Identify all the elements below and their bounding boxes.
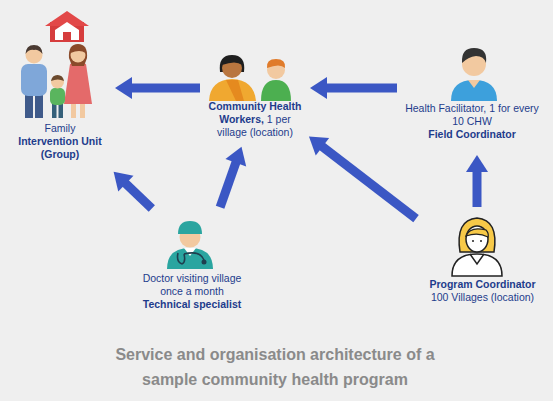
role-description: Health Facilitator, 1 for every 10 CHW <box>402 102 542 128</box>
role-description: Doctor visiting village once a month <box>137 272 247 298</box>
role-node: Program Coordinator100 Villages (locatio… <box>420 212 545 310</box>
health-worker-icon <box>209 55 291 101</box>
arrow-shaft <box>322 146 416 218</box>
arrow-shaft <box>473 171 482 207</box>
family-icon <box>21 44 92 118</box>
role-title: Program Coordinator <box>420 278 545 291</box>
flow-arrow <box>115 77 200 99</box>
coordinator-icon <box>452 218 502 276</box>
flow-arrow <box>309 136 416 218</box>
arrow-head <box>225 147 246 167</box>
role-node: Community Health Workers, 1 per village … <box>205 45 305 142</box>
arrow-shaft <box>220 162 236 207</box>
role-node: FamilyIntervention Unit (Group) <box>10 10 110 175</box>
arrow-shaft <box>131 84 200 93</box>
house-icon <box>45 11 89 42</box>
arrow-head <box>114 172 134 192</box>
role-description: 100 Villages (location) <box>420 291 545 304</box>
role-node: Doctor visiting village once a monthTech… <box>137 212 247 320</box>
arrow-shaft <box>125 183 152 209</box>
facilitator-icon <box>451 48 497 101</box>
arrow-shaft <box>326 84 397 93</box>
arrow-head <box>310 77 327 99</box>
diagram-caption: Service and organisation architecture of… <box>115 342 435 392</box>
role-title: Field Coordinator <box>402 128 542 141</box>
flow-arrow <box>310 77 397 99</box>
arrow-head <box>466 155 488 172</box>
role-title: Intervention Unit (Group) <box>10 135 110 161</box>
doctor-icon <box>167 221 213 269</box>
flow-arrow <box>114 172 152 209</box>
flow-arrow <box>220 147 246 208</box>
role-node: Health Facilitator, 1 for every 10 CHWFi… <box>402 40 542 150</box>
arrow-head <box>309 136 329 155</box>
flow-arrow <box>466 155 488 207</box>
role-title: Technical specialist <box>137 298 247 311</box>
role-description: Family <box>10 122 110 135</box>
arrow-head <box>115 77 132 99</box>
